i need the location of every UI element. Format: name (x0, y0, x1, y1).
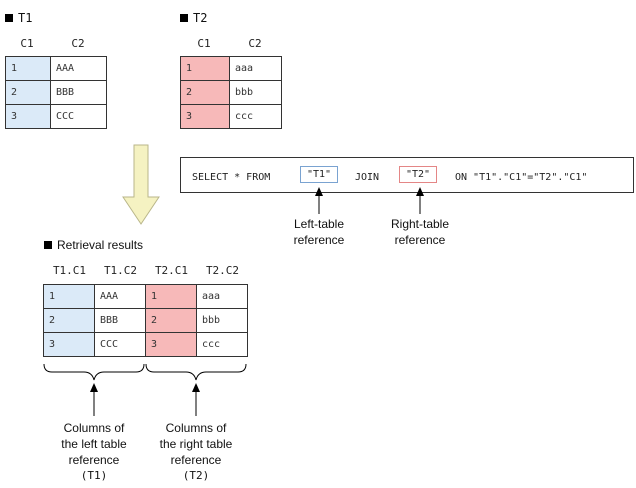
t2-cell: aaa (229, 56, 282, 81)
up-arrow-icon (192, 383, 200, 392)
results-cell: 1 (43, 284, 95, 309)
t1-cell: AAA (50, 56, 107, 81)
t1-col-header-c2: C2 (71, 37, 85, 50)
left-ref-label: Left-table reference (293, 217, 345, 247)
results-cell: aaa (196, 284, 248, 309)
t1-col-header-c1: C1 (20, 37, 34, 50)
table-row: 3 ccc (180, 104, 282, 129)
bullet-square-icon (5, 14, 13, 22)
table-row: 2 BBB 2 bbb (43, 308, 248, 333)
down-arrow-icon (122, 144, 160, 225)
t2-table: 1 aaa 2 bbb 3 ccc (180, 56, 282, 129)
left-ref-arrow-icon (315, 187, 323, 196)
t2-col-header-c1: C1 (197, 37, 211, 50)
results-cell: 3 (43, 332, 95, 357)
results-title-text: Retrieval results (57, 238, 144, 252)
results-cell: CCC (94, 332, 146, 357)
t2-cell: 1 (180, 56, 230, 81)
results-cell: AAA (94, 284, 146, 309)
reference-arrows (315, 187, 424, 214)
sql-prefix: SELECT * FROM (192, 172, 271, 183)
table-row: 3 CCC 3 ccc (43, 332, 248, 357)
sql-statement-box (180, 157, 634, 193)
t1-cell: 1 (5, 56, 51, 81)
bullet-square-icon (180, 14, 188, 22)
column-group-braces (43, 363, 247, 416)
right-brace-icon (145, 363, 247, 381)
t2-cell: bbb (229, 80, 282, 105)
results-cell: 1 (145, 284, 197, 309)
t1-cell: 3 (5, 104, 51, 129)
right-ref-label: Right-table reference (390, 217, 450, 247)
sql-join-keyword: JOIN (355, 172, 380, 183)
results-col-header: T1.C1 (52, 264, 87, 277)
sql-right-table-ref: "T2" (399, 166, 438, 183)
table-row: 2 BBB (5, 80, 107, 105)
results-cell: BBB (94, 308, 146, 333)
results-title: Retrieval results (44, 238, 143, 252)
sql-left-table-ref: "T1" (300, 166, 339, 183)
right-columns-caption: Columns of the right table reference (T2… (159, 421, 233, 482)
results-cell: ccc (196, 332, 248, 357)
sql-on-clause: ON "T1"."C1"="T2"."C1" (455, 172, 588, 183)
table-row: 2 bbb (180, 80, 282, 105)
t2-title-text: T2 (193, 11, 208, 25)
t2-title: T2 (180, 11, 207, 25)
left-columns-caption: Columns of the left table reference (T1) (61, 421, 127, 482)
t1-title: T1 (5, 11, 32, 25)
t1-table: 1 AAA 2 BBB 3 CCC (5, 56, 107, 129)
table-row: 1 AAA 1 aaa (43, 284, 248, 309)
table-row: 1 aaa (180, 56, 282, 81)
t2-cell: 3 (180, 104, 230, 129)
results-col-header: T1.C2 (103, 264, 138, 277)
results-cell: 2 (43, 308, 95, 333)
table-row: 3 CCC (5, 104, 107, 129)
results-cell: bbb (196, 308, 248, 333)
t2-cell: ccc (229, 104, 282, 129)
t1-cell: CCC (50, 104, 107, 129)
up-arrow-icon (90, 383, 98, 392)
t1-cell: 2 (5, 80, 51, 105)
right-ref-arrow-icon (416, 187, 424, 196)
table-row: 1 AAA (5, 56, 107, 81)
t1-cell: BBB (50, 80, 107, 105)
results-cell: 2 (145, 308, 197, 333)
t2-cell: 2 (180, 80, 230, 105)
left-brace-icon (43, 363, 145, 381)
bullet-square-icon (44, 241, 52, 249)
t2-col-header-c2: C2 (248, 37, 262, 50)
results-table: 1 AAA 1 aaa 2 BBB 2 bbb 3 CCC 3 ccc (43, 284, 248, 357)
results-col-header: T2.C1 (154, 264, 189, 277)
results-col-header: T2.C2 (205, 264, 240, 277)
results-cell: 3 (145, 332, 197, 357)
t1-title-text: T1 (18, 11, 33, 25)
